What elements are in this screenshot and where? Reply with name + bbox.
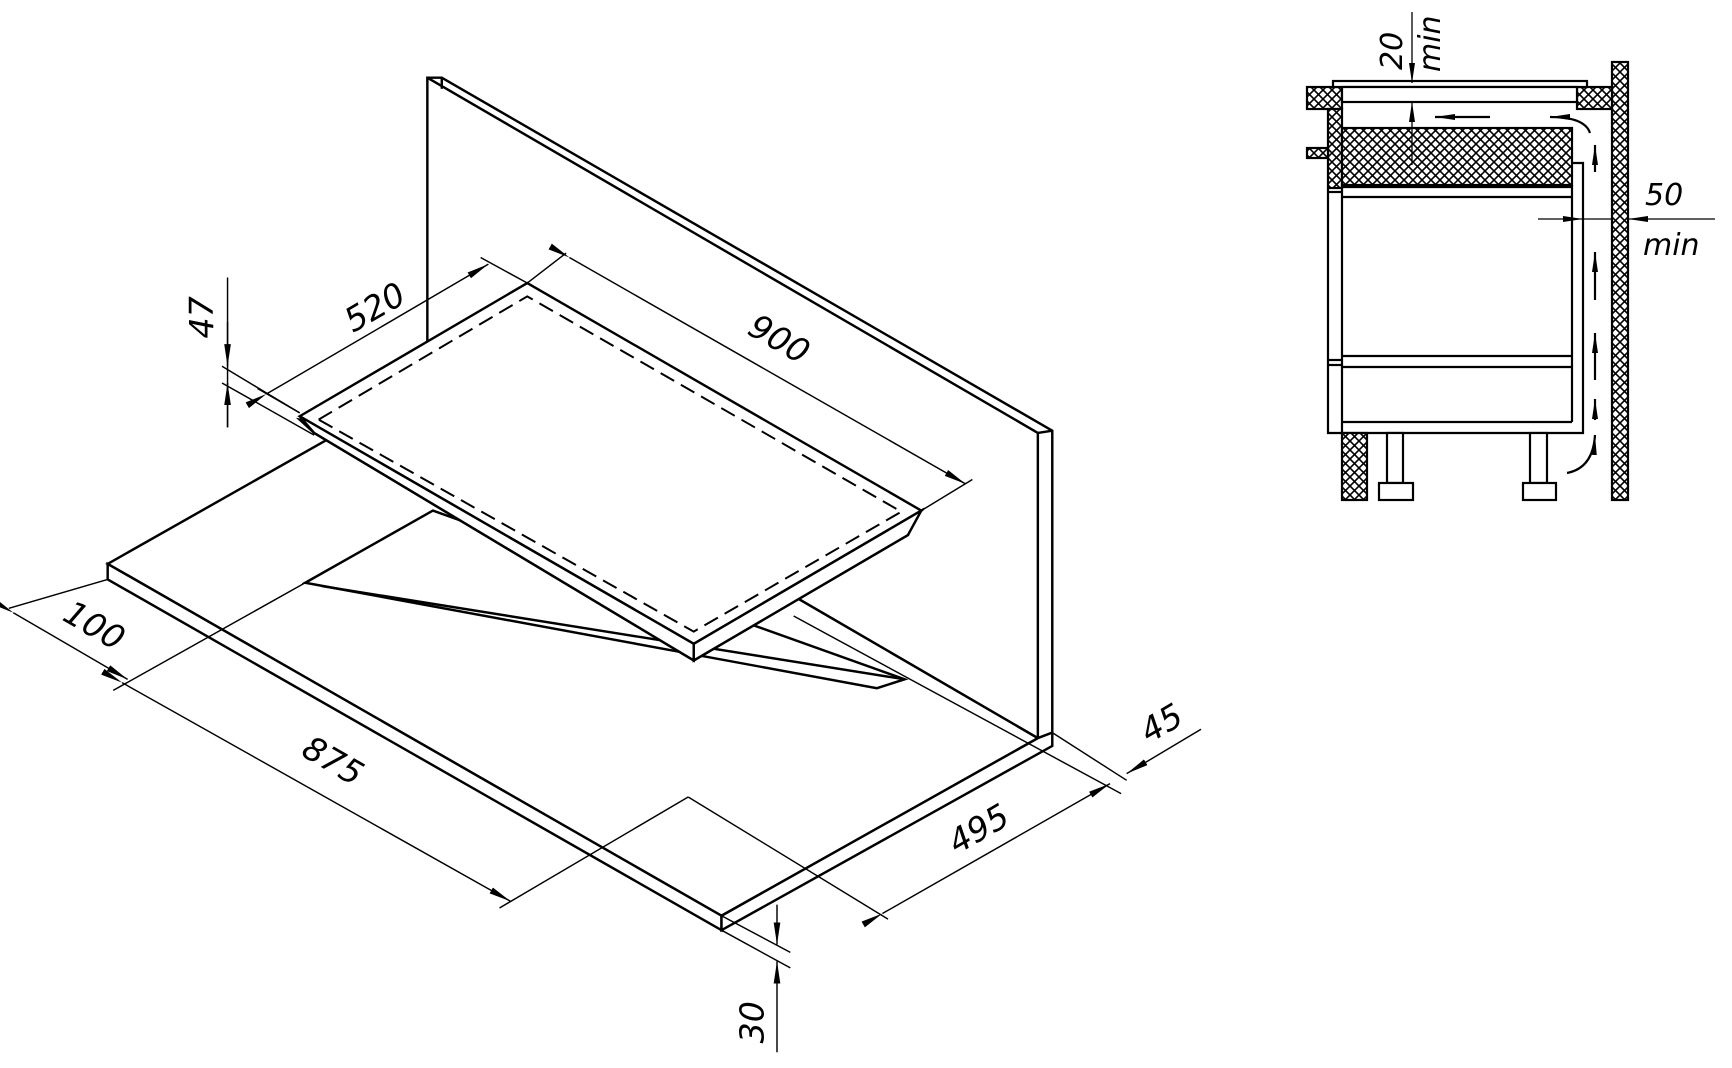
dimension-100: 100 [0,578,132,680]
hob-glass-border [316,295,904,633]
dimension-47: 47 [182,277,315,436]
dimension-30: 30 [721,904,791,1053]
svg-text:495: 495 [941,796,1016,862]
cabinet [1326,161,1585,435]
svg-text:min: min [1413,15,1448,72]
svg-text:min: min [1643,228,1700,263]
dimension-20-min: 20 min [1375,12,1448,165]
dimension-45: 45 [1126,696,1202,775]
svg-text:50: 50 [1645,178,1683,213]
svg-text:47: 47 [182,296,221,338]
worktop-front [1305,85,1344,111]
airflow-arrows [1435,114,1598,475]
svg-text:20: 20 [1375,32,1410,70]
svg-text:100: 100 [57,593,132,659]
svg-text:45: 45 [1133,696,1189,751]
dimension-50-min: 50 min [1538,178,1715,263]
svg-text:30: 30 [733,1001,772,1043]
ventilation-section-view: 20 min 50 min [1305,12,1715,502]
isometric-view: 520 900 47 100 875 [0,76,1202,1053]
svg-text:875: 875 [296,728,371,794]
rear-wall [1610,60,1630,502]
worktop-rear [1575,85,1614,111]
cabinet-leg [1521,431,1558,502]
plinth [1340,431,1369,502]
oven-insulation [1340,126,1574,187]
hob-body [1340,85,1579,104]
cabinet-leg [1377,431,1415,502]
